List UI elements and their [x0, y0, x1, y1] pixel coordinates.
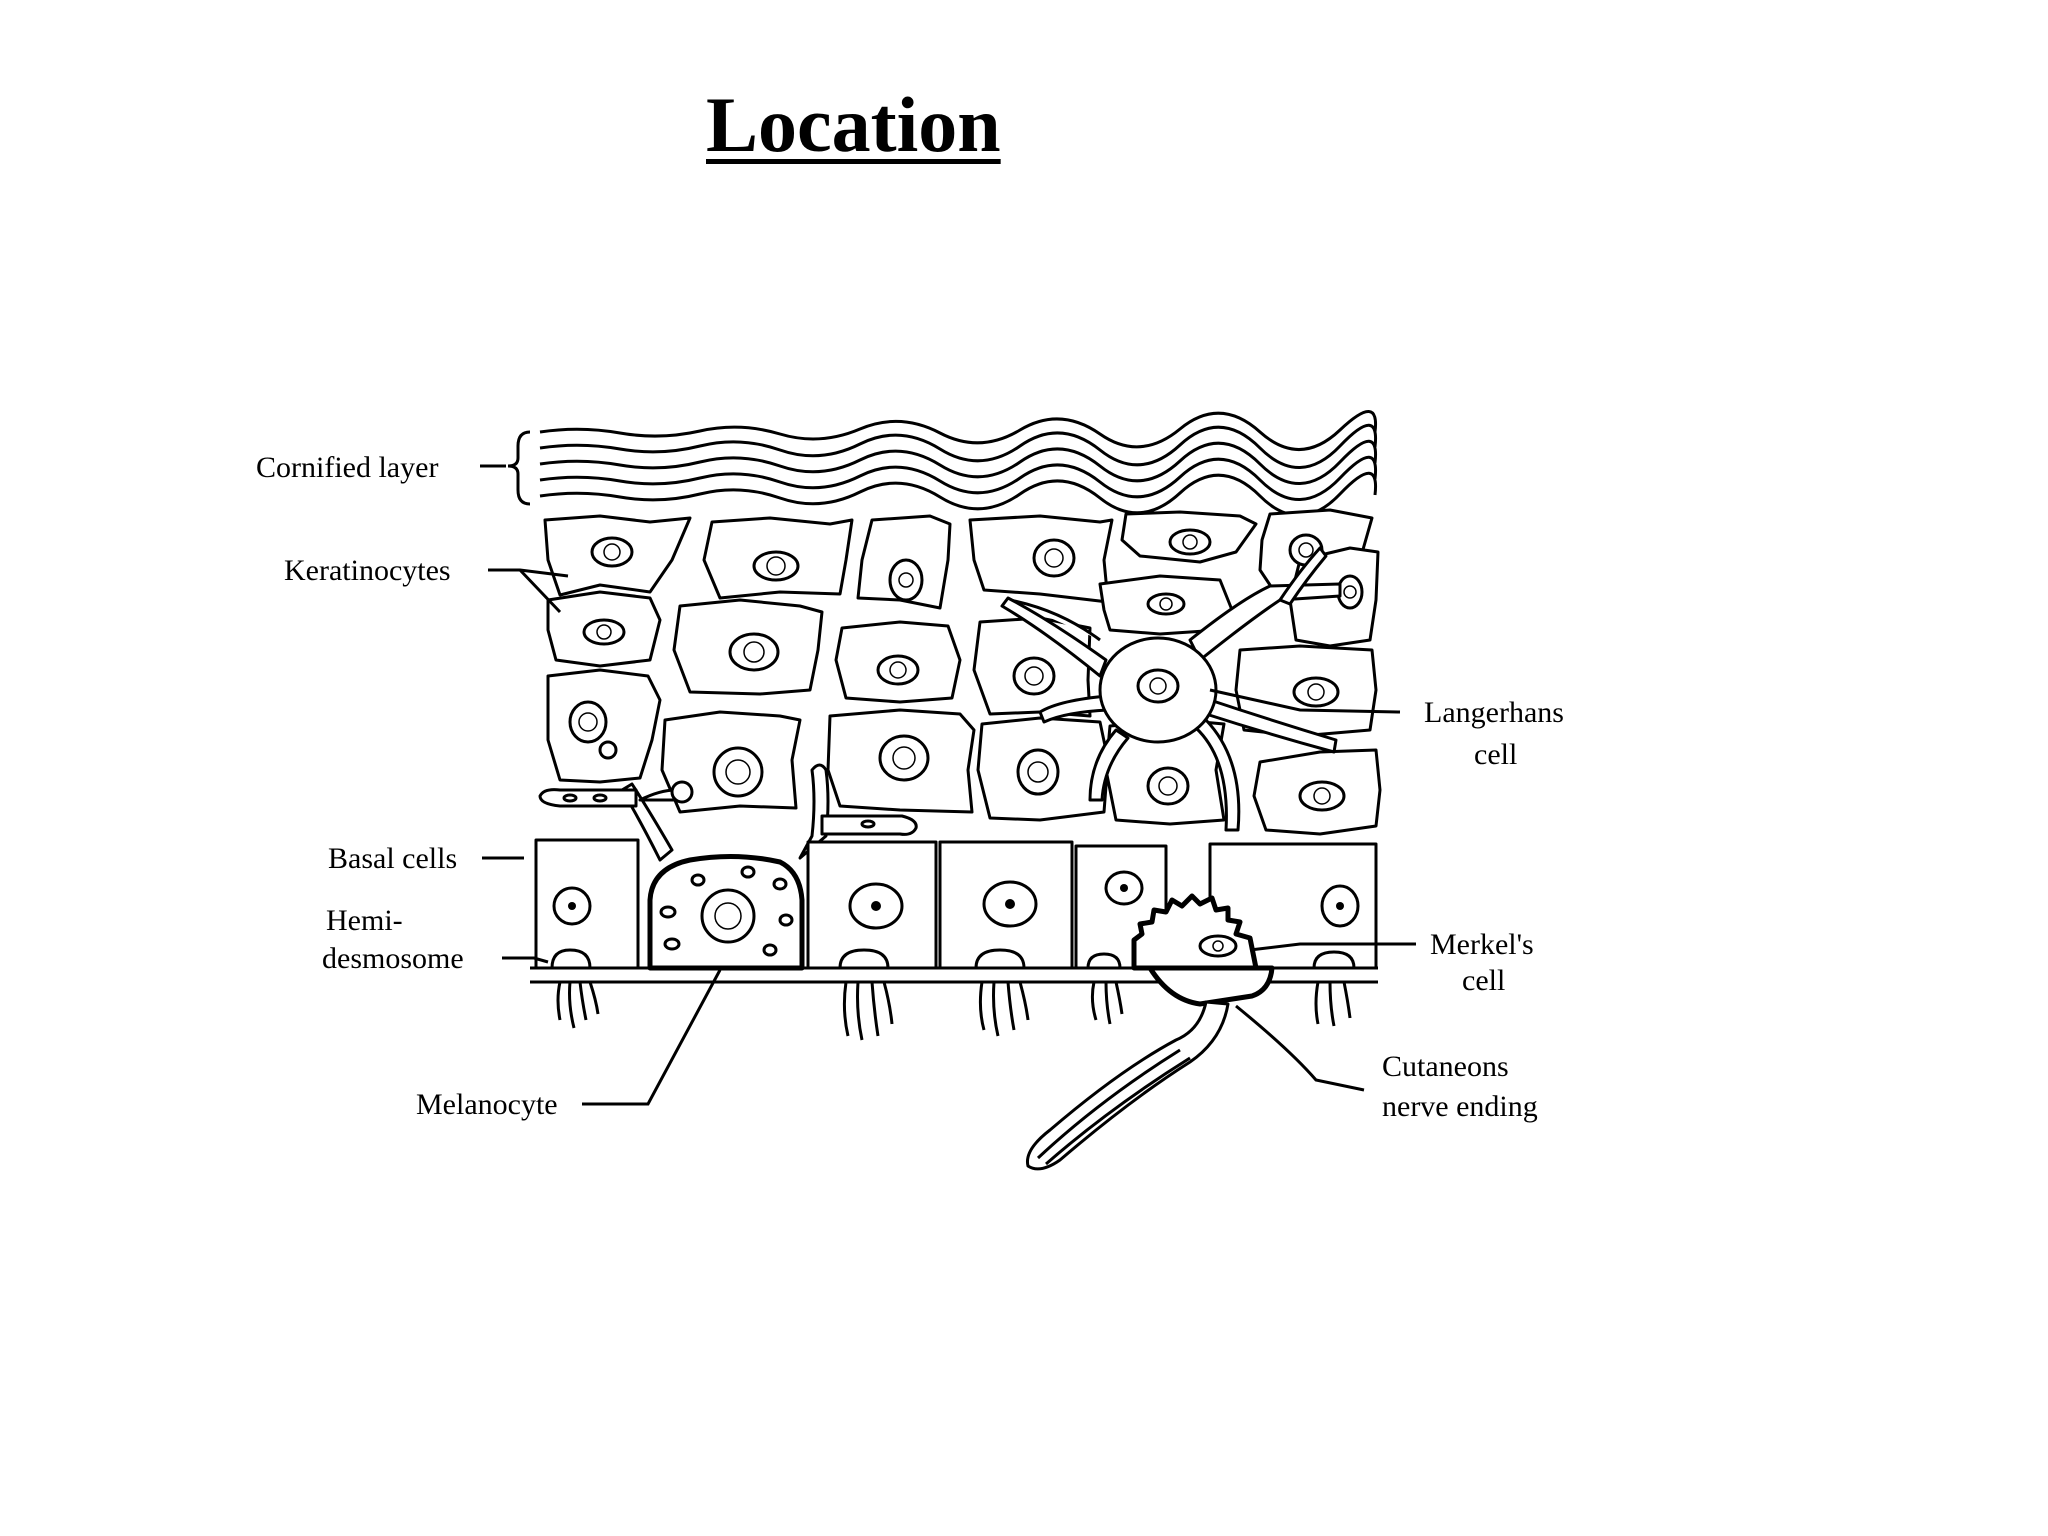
label-merkels-line2: cell — [1462, 964, 1505, 997]
slide-title: Location — [706, 81, 1001, 168]
label-langerhans-line2: cell — [1474, 738, 1517, 771]
leader-lines — [482, 568, 1416, 1106]
label-hemidesmosome-line1: Hemi- — [326, 904, 403, 937]
label-langerhans-line1: Langerhans — [1424, 696, 1564, 729]
label-keratinocytes: Keratinocytes — [284, 554, 451, 587]
cornified-layer — [480, 410, 1378, 517]
label-basal-cells: Basal cells — [328, 842, 457, 875]
label-merkels-line1: Merkel's — [1430, 928, 1534, 961]
labels: Cornified layer Keratinocytes Langerhans… — [256, 451, 1564, 1123]
langerhans-cell — [1000, 546, 1342, 832]
hemidesmosomes — [550, 948, 1356, 1041]
label-melanocyte: Melanocyte — [416, 1088, 558, 1121]
melanocyte — [647, 853, 805, 971]
keratinocyte-cells — [543, 508, 1382, 836]
label-cutaneous-line2: nerve ending — [1382, 1090, 1538, 1123]
label-cutaneous-line1: Cutaneons — [1382, 1050, 1509, 1083]
cutaneous-nerve-ending — [1025, 965, 1275, 1171]
melanocyte-dendrites — [538, 740, 918, 862]
basal-cells — [534, 838, 1378, 970]
merkels-cell — [1131, 893, 1259, 971]
label-cornified-layer: Cornified layer — [256, 451, 438, 484]
label-hemidesmosome-line2: desmosome — [322, 942, 464, 975]
